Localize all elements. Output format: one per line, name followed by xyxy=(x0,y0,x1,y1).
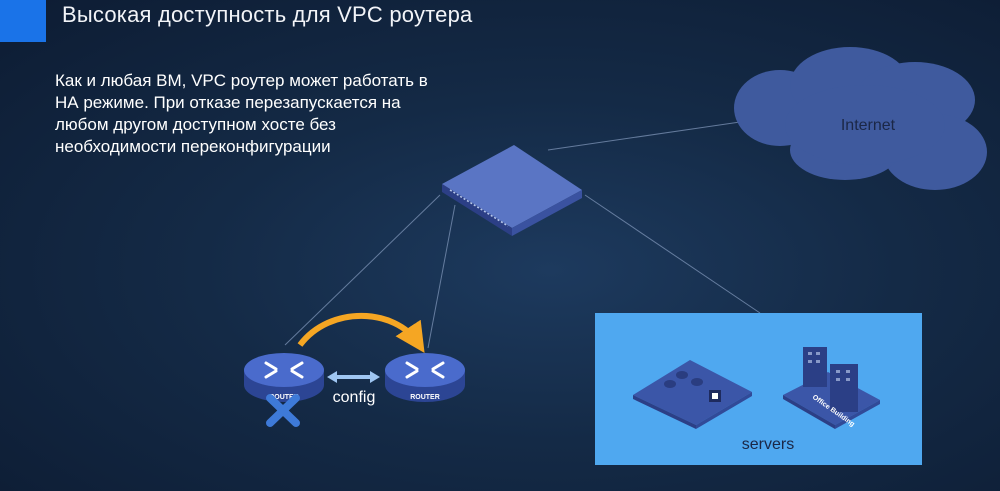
slide-description: Как и любая ВМ, VPC роутер может работат… xyxy=(55,70,515,158)
link-switch-internet xyxy=(547,121,741,151)
failover-arrow xyxy=(297,313,425,354)
slide-title: Высокая доступность для VPC роутера xyxy=(62,2,473,27)
router-label: ROUTER xyxy=(269,394,299,401)
link-switch-servers xyxy=(584,194,761,314)
cloud-icon xyxy=(734,47,987,190)
router-label: ROUTER xyxy=(410,394,440,401)
servers-label: servers xyxy=(742,436,794,453)
failure-x-icon xyxy=(266,394,300,427)
title-accent-bar xyxy=(0,0,46,42)
config-label: config xyxy=(333,389,376,406)
office-building-icon xyxy=(783,347,880,429)
config-sync-arrow xyxy=(327,371,380,383)
router-icon xyxy=(244,353,324,402)
connection-lines xyxy=(284,121,761,349)
description-line: любом другом доступном хосте без xyxy=(55,115,336,134)
server-rack-icon xyxy=(633,360,752,429)
link-switch-router-a xyxy=(284,194,441,346)
link-switch-router-b xyxy=(427,204,456,349)
cloud-label: Internet xyxy=(841,117,896,134)
description-line: Как и любая ВМ, VPC роутер может работат… xyxy=(55,71,428,90)
router-icon xyxy=(385,353,465,402)
description-line: необходимости переконфигурации xyxy=(55,137,331,156)
description-line: НА режиме. При отказе перезапускается на xyxy=(55,93,401,112)
switch-icon xyxy=(442,145,582,236)
